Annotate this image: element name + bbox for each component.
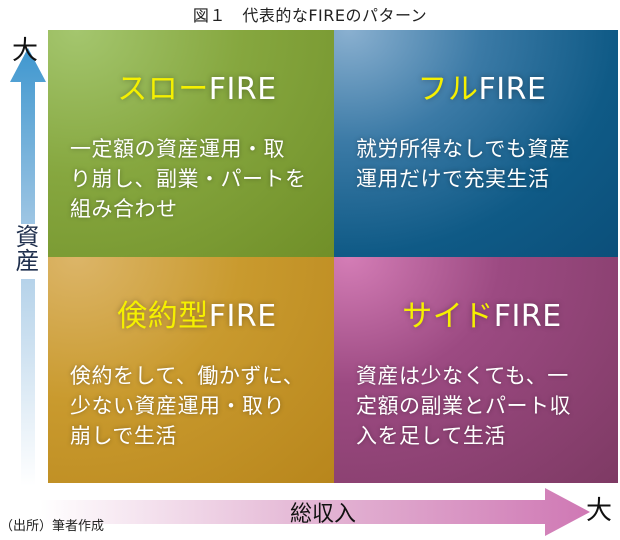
desc-line: 資産は少なくても、一 <box>356 364 569 388</box>
desc-line: 定額の副業とパート収 <box>356 394 571 418</box>
source-note: （出所）筆者作成 <box>0 519 105 534</box>
quadrant-frugal-fire: 倹約型FIRE 倹約をして、働かずに、 少ない資産運用・取り 崩しで生活 <box>48 257 334 483</box>
figure-title: 図１ 代表的なFIREのパターン <box>192 6 428 25</box>
title-highlight: サイド <box>402 299 494 334</box>
desc-line: 崩しで生活 <box>70 424 177 448</box>
desc-line: 組み合わせ <box>70 197 178 221</box>
quadrant-description: 就労所得なしでも資産 運用だけで充実生活 <box>356 134 608 194</box>
title-suffix: FIRE <box>493 299 562 334</box>
title-suffix: FIRE <box>208 299 277 334</box>
quadrant-title: スローFIRE <box>70 72 324 108</box>
quadrant-title: 倹約型FIRE <box>70 299 324 335</box>
quadrant-title: フルFIRE <box>356 72 608 108</box>
quadrant-side-fire: サイドFIRE 資産は少なくても、一 定額の副業とパート収 入を足して生活 <box>334 257 618 483</box>
title-suffix: FIRE <box>478 72 547 107</box>
desc-line: り崩し、副業・パートを <box>70 167 307 191</box>
y-axis-label: 資産 <box>10 224 40 279</box>
quadrant-description: 倹約をして、働かずに、 少ない資産運用・取り 崩しで生活 <box>70 361 324 451</box>
x-axis-arrow-icon <box>40 488 590 536</box>
title-highlight: スロー <box>117 72 209 107</box>
quadrant-full-fire: フルFIRE 就労所得なしでも資産 運用だけで充実生活 <box>334 30 618 257</box>
title-highlight: 倹約型 <box>117 299 209 334</box>
y-axis-max-label: 大 <box>11 36 38 66</box>
x-axis-max-label: 大 <box>586 496 613 526</box>
desc-line: 運用だけで充実生活 <box>356 167 550 191</box>
desc-line: 入を足して生活 <box>356 424 506 448</box>
y-axis-label-text: 資産 <box>11 224 39 272</box>
desc-line: 一定額の資産運用・取 <box>70 137 285 161</box>
x-axis-label: 総収入 <box>290 502 357 527</box>
quadrant-title: サイドFIRE <box>356 299 608 335</box>
title-suffix: FIRE <box>208 72 277 107</box>
quadrant-description: 資産は少なくても、一 定額の副業とパート収 入を足して生活 <box>356 361 608 451</box>
quadrant-slow-fire: スローFIRE 一定額の資産運用・取 り崩し、副業・パートを 組み合わせ <box>48 30 334 257</box>
desc-line: 就労所得なしでも資産 <box>356 137 571 161</box>
quadrant-description: 一定額の資産運用・取 り崩し、副業・パートを 組み合わせ <box>70 134 324 224</box>
title-highlight: フル <box>417 72 479 107</box>
desc-line: 倹約をして、働かずに、 <box>70 364 305 388</box>
fire-quadrant-grid: スローFIRE 一定額の資産運用・取 り崩し、副業・パートを 組み合わせ フルF… <box>48 30 618 483</box>
desc-line: 少ない資産運用・取り <box>70 394 285 418</box>
